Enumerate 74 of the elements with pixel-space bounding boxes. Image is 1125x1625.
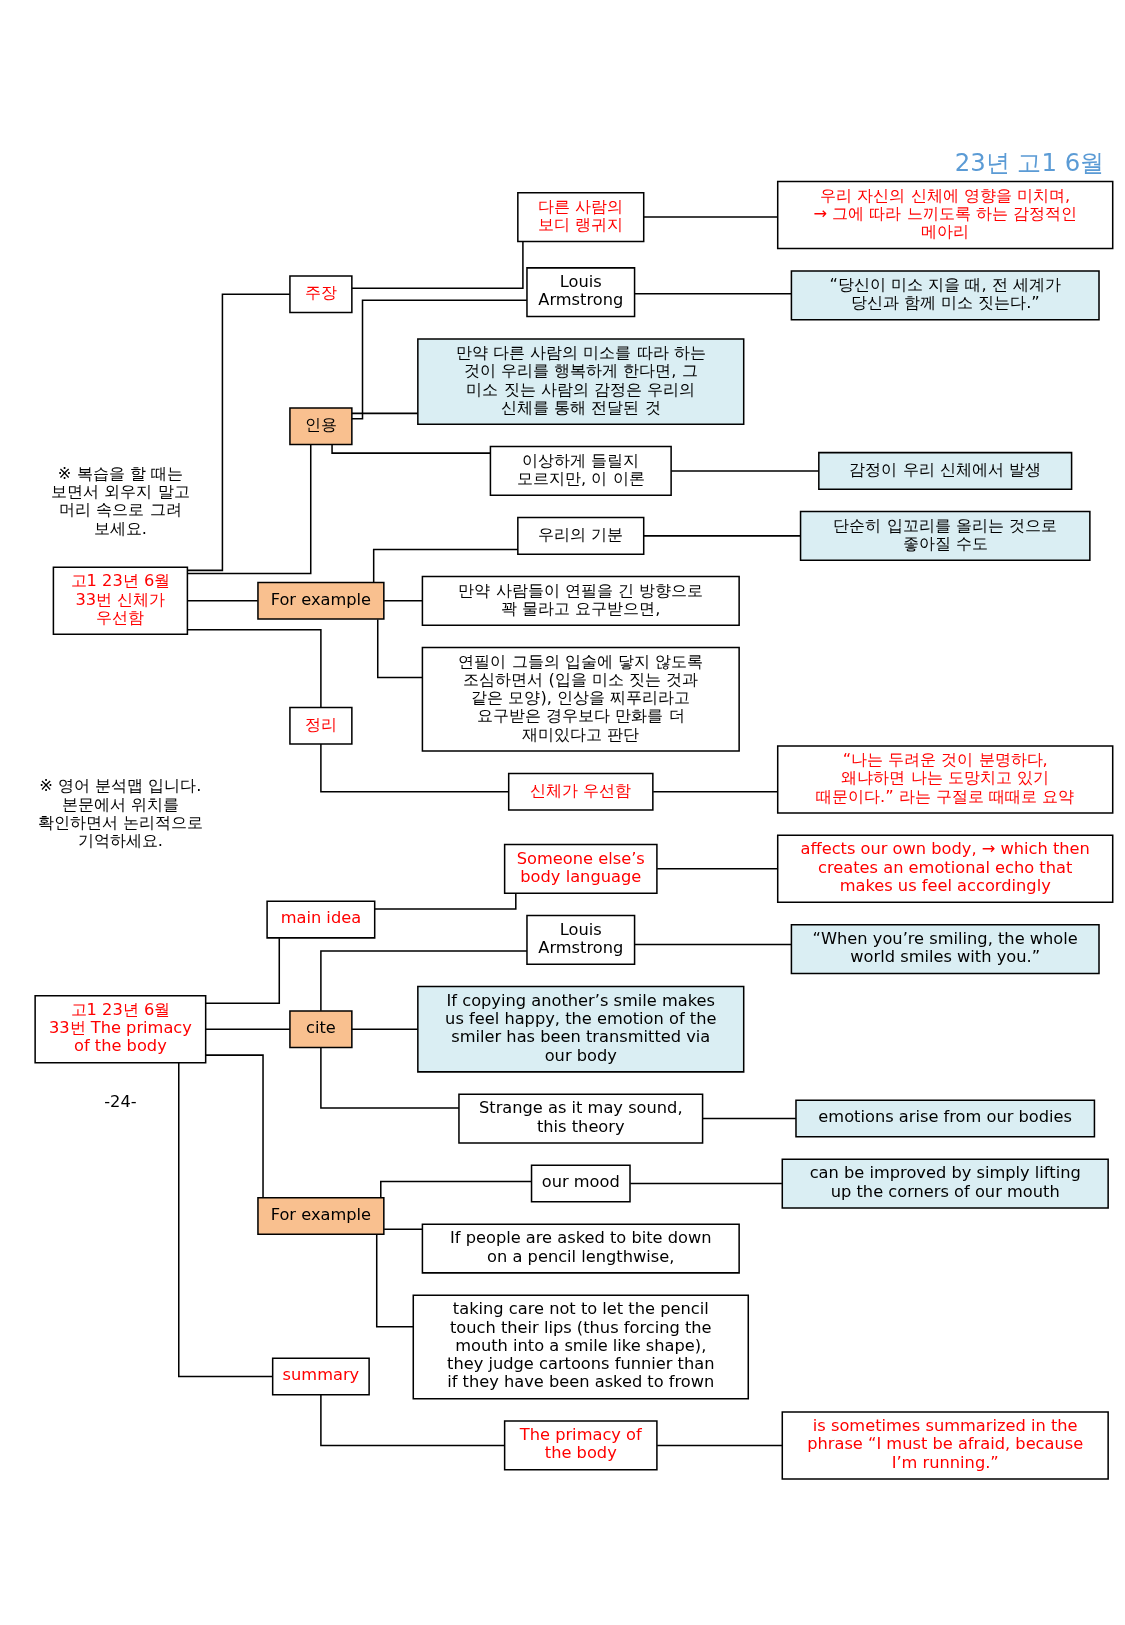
connector — [656, 867, 779, 870]
connector — [701, 1117, 797, 1119]
node-box: can be improved by simply lifting up the corners of our mouth — [781, 1157, 1109, 1209]
node-box: 이상하게 들릴지 모르지만, 이 이론 — [489, 445, 672, 496]
node-box: 인용 — [289, 406, 353, 445]
label: ※ 복습을 할 때는 보면서 외우지 말고 머리 속으로 그려 보세요. — [51, 463, 190, 538]
connector — [634, 943, 793, 945]
connector — [372, 548, 519, 583]
node-box: If people are asked to bite down on a pencil lengthwise, — [421, 1222, 740, 1274]
diagram-title: 23년 고1 6월 — [954, 147, 1105, 177]
label: -24- — [104, 1091, 137, 1111]
connector — [377, 618, 424, 678]
connector — [178, 1061, 274, 1377]
node-box: Louis Armstrong — [526, 266, 636, 317]
node-box: Someone else’s body language — [503, 843, 658, 894]
node-box: main idea — [266, 900, 376, 939]
connector — [643, 534, 802, 537]
connector — [320, 949, 528, 1011]
connector — [205, 936, 281, 1004]
connector — [320, 742, 510, 792]
connector — [351, 240, 524, 289]
connector — [186, 599, 259, 602]
connector — [351, 412, 419, 414]
node-box: “나는 두려운 것이 분명하다, 왜냐하면 나는 도망치고 있기 때문이다.” 라는 구절로 때때로 요약 — [776, 744, 1114, 814]
connector — [383, 1227, 423, 1230]
connector — [351, 1027, 419, 1030]
node-box: 주장 — [289, 274, 353, 313]
connector — [351, 299, 528, 420]
connector — [374, 892, 517, 910]
connector — [186, 293, 291, 571]
node-box: emotions arise from our bodies — [795, 1099, 1096, 1138]
node-box: 감정이 우리 신체에서 발생 — [818, 451, 1073, 490]
node-box: affects our own body, → which then creates an emotional echo that makes us feel accordingly — [776, 834, 1114, 903]
connector — [186, 628, 322, 708]
node-box: If copying another’s smile makes us feel happy, the emotion of the smiler has been transmitted via our body — [417, 985, 745, 1073]
connector — [656, 1444, 783, 1446]
connector — [320, 1046, 460, 1109]
label: ※ 영어 분석맵 입니다. 본문에서 위치를 확인하면서 논리적으로 기억하세요. — [37, 775, 203, 850]
node-box: 만약 사람들이 연필을 긴 방향으로 꽉 물라고 요구받으면, — [421, 575, 740, 626]
node-box: Louis Armstrong — [526, 914, 636, 965]
node-box: Strange as it may sound, this theory — [458, 1092, 704, 1144]
connector — [186, 443, 312, 574]
node-box: 만약 다른 사람의 미소를 따라 하는 것이 우리를 행복하게 한다면, 그 미소 짓는 사람의 감정은 우리의 신체를 통해 전달된 것 — [417, 337, 745, 425]
connector — [629, 1182, 783, 1184]
connector — [375, 1233, 414, 1327]
node-box: 고1 23년 6월 33번 신체가 우선함 — [52, 566, 189, 635]
connector — [670, 469, 820, 472]
connector — [652, 790, 779, 792]
connector — [204, 1027, 291, 1030]
connector — [205, 1053, 264, 1198]
node-box: our mood — [530, 1164, 631, 1203]
node-box: 정리 — [289, 706, 353, 745]
node-box: 우리의 기분 — [517, 516, 645, 555]
node-box: The primacy of the body — [503, 1419, 658, 1471]
node-box: For example — [257, 1196, 385, 1235]
connector — [383, 599, 423, 602]
node-box: 고1 23년 6월 33번 The primacy of the body — [34, 994, 207, 1063]
node-box: 다른 사람의 보디 랭귀지 — [517, 191, 645, 242]
node-box: 단순히 입꼬리를 올리는 것으로 좋아질 수도 — [799, 510, 1091, 561]
node-box: 우리 자신의 신체에 영향을 미치며, → 그에 따라 느끼도록 하는 감정적인 메아리 — [776, 180, 1114, 249]
connector — [320, 1393, 506, 1446]
node-box: For example — [257, 581, 385, 620]
node-box: 신체가 우선함 — [507, 772, 654, 811]
connector — [634, 292, 793, 294]
connector — [380, 1180, 533, 1198]
connector — [643, 215, 779, 218]
node-box: 연필이 그들의 입술에 닿지 않도록 조심하면서 (입을 미소 짓는 것과 같은 모양), 인상을 찌푸리라고 요구받은 경우보다 만화를 더 재미있다고 판단 — [421, 646, 740, 752]
node-box: cite — [289, 1009, 353, 1048]
connector — [331, 443, 492, 454]
node-box: is sometimes summarized in the phrase “I must be afraid, because I’m running.” — [781, 1410, 1109, 1480]
node-box: summary — [271, 1356, 370, 1395]
node-box: “당신이 미소 지을 때, 전 세계가 당신과 함께 미소 짓는다.” — [790, 269, 1100, 320]
node-box: taking care not to let the pencil touch their lips (thus forcing the mouth into a smile like shape), they judge cartoons funnier than if they have been asked to frown — [412, 1293, 750, 1399]
node-box: “When you’re smiling, the whole world smiles with you.” — [790, 923, 1100, 974]
